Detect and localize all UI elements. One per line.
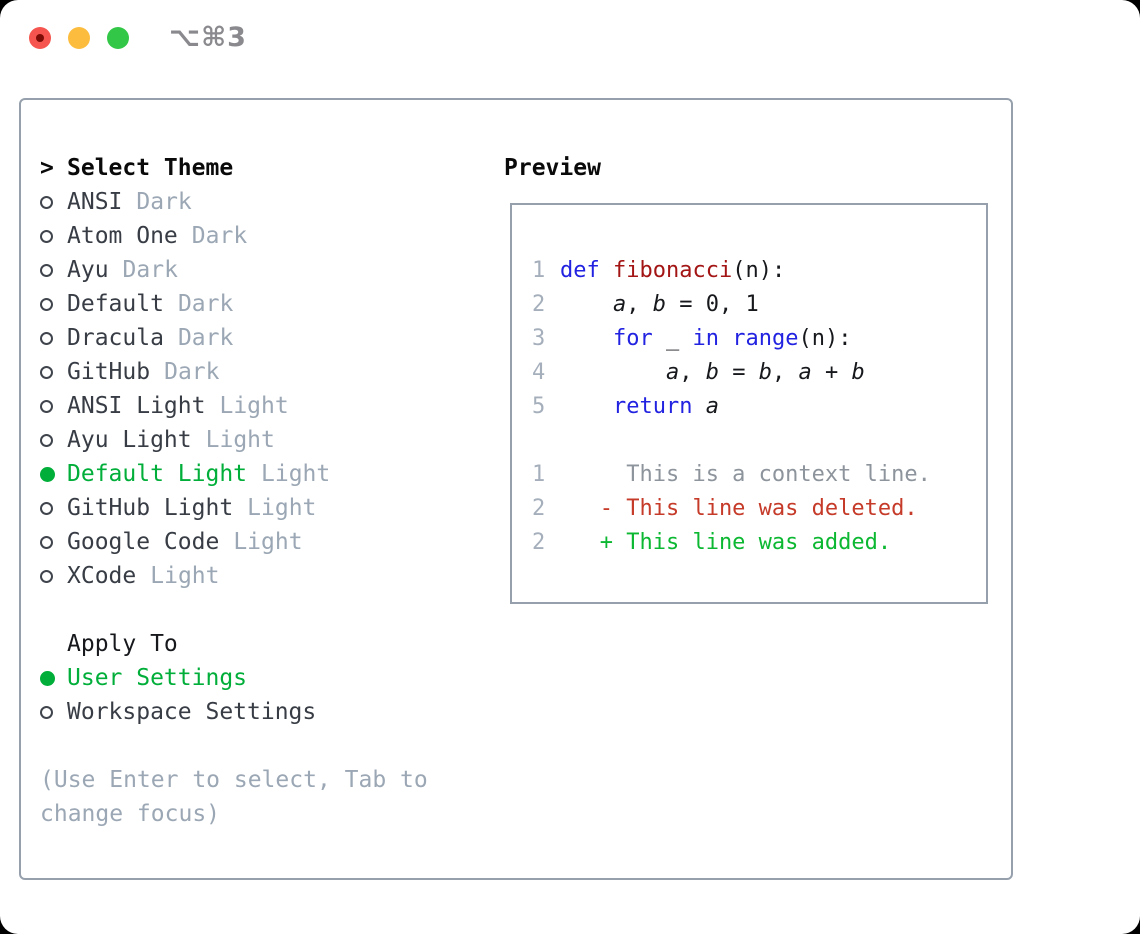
radio-selected-icon xyxy=(40,466,67,482)
option-variant-tag: Light xyxy=(247,495,317,521)
option-label: Ayu Light xyxy=(67,427,192,453)
option-variant-tag: Dark xyxy=(136,189,192,215)
code-line: 2 + This line was added. xyxy=(532,529,892,555)
option-variant-tag: Light xyxy=(219,393,289,419)
option-label: Workspace Settings xyxy=(67,699,317,725)
line-number: 4 xyxy=(532,359,546,385)
option-variant-tag: Dark xyxy=(164,359,220,385)
theme-option-default-light[interactable]: Default Light Light xyxy=(40,457,330,491)
line-number: 2 xyxy=(532,529,546,555)
radio-unselected-icon xyxy=(40,535,67,549)
radio-unselected-icon xyxy=(40,365,67,379)
code-line: 3 for _ in range(n): xyxy=(532,325,852,351)
apply-to-title: Apply To xyxy=(67,631,178,657)
option-label: Default xyxy=(67,291,164,317)
code-line: 4 a, b = b, a + b xyxy=(532,359,865,385)
preview-title: Preview xyxy=(504,155,601,181)
option-variant-tag: Light xyxy=(233,529,303,555)
apply-option-workspace-settings[interactable]: Workspace Settings xyxy=(40,695,316,729)
theme-option-github-light[interactable]: GitHub Light Light xyxy=(40,491,330,525)
option-variant-tag: Dark xyxy=(122,257,178,283)
theme-option-google-code[interactable]: Google Code Light xyxy=(40,525,330,559)
theme-option-ansi[interactable]: ANSI Dark xyxy=(40,185,330,219)
code-line: 2 a, b = 0, 1 xyxy=(532,291,759,317)
option-label: Dracula xyxy=(67,325,164,351)
line-number: 2 xyxy=(532,291,546,317)
close-window-button[interactable] xyxy=(29,27,51,49)
option-variant-tag: Light xyxy=(205,427,275,453)
option-label: Ayu xyxy=(67,257,109,283)
option-label: User Settings xyxy=(67,665,248,691)
radio-unselected-icon xyxy=(40,399,67,413)
option-label: Google Code xyxy=(67,529,220,555)
minimize-window-button[interactable] xyxy=(68,27,90,49)
option-variant-tag: Dark xyxy=(177,325,234,351)
window-title: ⌥⌘3 xyxy=(169,22,247,53)
option-label: ANSI Light xyxy=(67,393,206,419)
line-number: 3 xyxy=(532,325,546,351)
radio-unselected-icon xyxy=(40,195,67,209)
theme-option-atom-one[interactable]: Atom One Dark xyxy=(40,219,330,253)
option-variant-tag: Light xyxy=(150,563,220,589)
option-variant-tag: Dark xyxy=(191,223,248,249)
option-label: GitHub xyxy=(67,359,151,385)
theme-option-ansi-light[interactable]: ANSI Light Light xyxy=(40,389,330,423)
maximize-window-button[interactable] xyxy=(107,27,129,49)
radio-unselected-icon xyxy=(40,569,67,583)
option-variant-tag: Light xyxy=(261,461,331,487)
theme-list-header-row: > Select Theme xyxy=(40,151,330,185)
option-label: Atom One xyxy=(67,223,178,249)
option-variant-tag: Dark xyxy=(177,291,234,317)
line-number: 2 xyxy=(532,495,546,521)
theme-option-default[interactable]: Default Dark xyxy=(40,287,330,321)
option-label: XCode xyxy=(67,563,137,589)
radio-unselected-icon xyxy=(40,705,67,719)
apply-option-user-settings[interactable]: User Settings xyxy=(40,661,316,695)
option-label: Default Light xyxy=(67,461,248,487)
code-line: 2 - This line was deleted. xyxy=(532,495,918,521)
radio-unselected-icon xyxy=(40,229,67,243)
apply-to-header-row: Apply To xyxy=(40,627,316,661)
theme-option-github[interactable]: GitHub Dark xyxy=(40,355,330,389)
radio-unselected-icon xyxy=(40,297,67,311)
help-text-line: change focus) xyxy=(40,801,221,827)
theme-option-ayu[interactable]: Ayu Dark xyxy=(40,253,330,287)
focus-caret-icon: > xyxy=(40,155,54,181)
option-label: GitHub Light xyxy=(67,495,234,521)
code-line: 1 This is a context line. xyxy=(532,461,931,487)
code-line xyxy=(532,423,986,457)
radio-unselected-icon xyxy=(40,501,67,515)
theme-option-ayu-light[interactable]: Ayu Light Light xyxy=(40,423,330,457)
line-number: 1 xyxy=(532,257,546,283)
radio-unselected-icon xyxy=(40,331,67,345)
radio-unselected-icon xyxy=(40,263,67,277)
theme-option-dracula[interactable]: Dracula Dark xyxy=(40,321,330,355)
theme-list-title: Select Theme xyxy=(67,155,234,181)
line-number: 1 xyxy=(532,461,546,487)
line-number: 5 xyxy=(532,393,546,419)
radio-unselected-icon xyxy=(40,433,67,447)
radio-selected-icon xyxy=(40,670,67,686)
help-text: (Use Enter to select, Tab to change focu… xyxy=(40,763,428,831)
option-label: ANSI xyxy=(67,189,123,215)
code-line: 5 return a xyxy=(532,393,719,419)
help-text-line: (Use Enter to select, Tab to xyxy=(40,767,428,793)
theme-option-xcode[interactable]: XCode Light xyxy=(40,559,330,593)
